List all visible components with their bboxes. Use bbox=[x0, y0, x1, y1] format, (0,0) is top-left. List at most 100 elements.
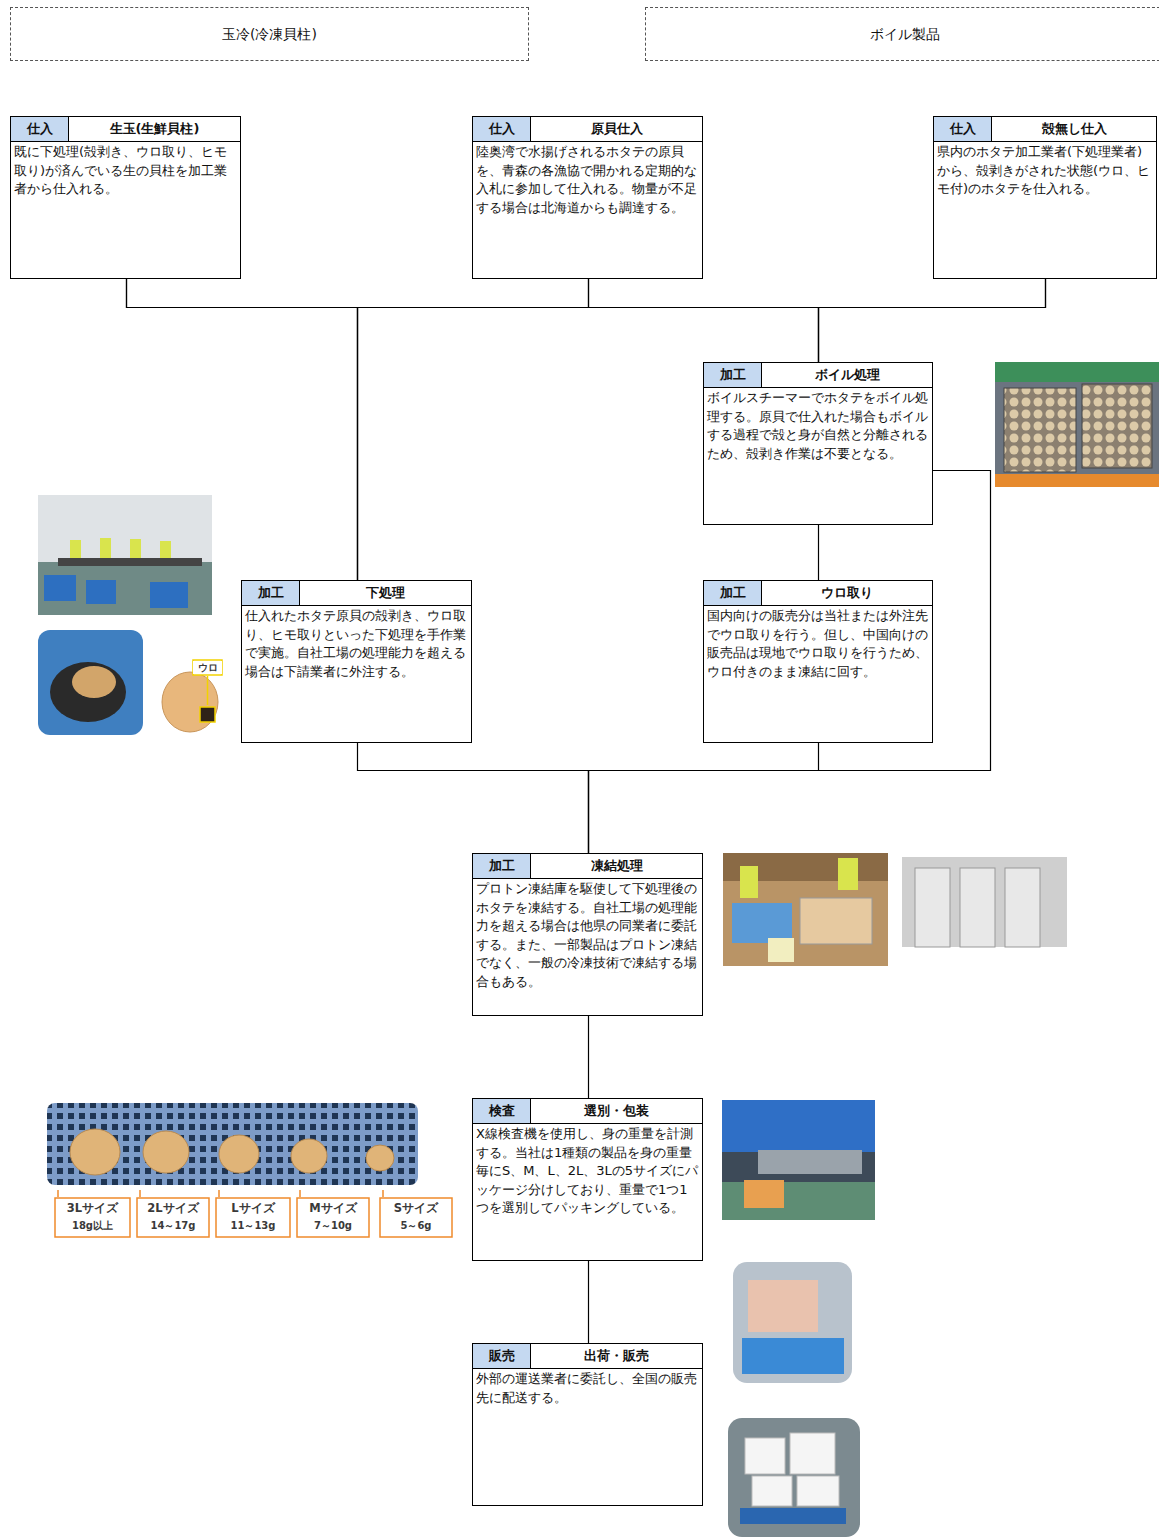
step-tag: 加工 bbox=[704, 581, 762, 605]
photo-hand bbox=[38, 630, 143, 735]
category-header: ボイル製品 bbox=[645, 7, 1159, 61]
step-description: X線検査機を使用し、身の重量を計測する。当社は1種類の製品を身の重量毎にS、M、… bbox=[473, 1124, 702, 1222]
photo-boil bbox=[995, 362, 1159, 487]
scallop-figure bbox=[219, 1135, 259, 1173]
size-weight: 7～10g bbox=[298, 1219, 368, 1232]
leader-line bbox=[207, 676, 209, 705]
step-title: 出荷・販売 bbox=[531, 1344, 702, 1368]
size-name: 3Lサイズ bbox=[56, 1201, 129, 1216]
step-tag: 仕入 bbox=[934, 117, 992, 141]
step-description: 国内向けの販売分は当社または外注先でウロ取りを行う。但し、中国向けの販売品は現地… bbox=[704, 606, 932, 685]
process-box: 販売出荷・販売外部の運送業者に委託し、全国の販売先に配送する。 bbox=[472, 1343, 703, 1506]
photo-crate bbox=[44, 575, 76, 601]
callout-label: ウロ bbox=[193, 661, 222, 674]
category-title: ボイル製品 bbox=[870, 24, 940, 44]
callout-box bbox=[193, 660, 222, 675]
step-title: ボイル処理 bbox=[762, 363, 932, 387]
photo-worker bbox=[740, 866, 758, 898]
step-title: 凍結処理 bbox=[531, 854, 702, 878]
photo-box bbox=[752, 1476, 792, 1506]
size-name: Mサイズ bbox=[298, 1201, 368, 1216]
size-weight: 18g以上 bbox=[56, 1219, 129, 1232]
photo-conveyor bbox=[58, 558, 202, 566]
photo-crate bbox=[86, 580, 116, 604]
freezer-door bbox=[915, 868, 950, 947]
step-description: 陸奥湾で水揚げされるホタテの原貝を、青森の各漁協で開かれる定期的な入札に参加して… bbox=[473, 142, 702, 221]
step-tag: 検査 bbox=[473, 1099, 531, 1123]
photo-packing bbox=[733, 1262, 852, 1383]
step-title: 原貝仕入 bbox=[531, 117, 702, 141]
step-description: 県内のホタテ加工業者(下処理業者)から、殻剥きがされた状態(ウロ、ヒモ付)のホタ… bbox=[934, 142, 1156, 203]
scallop-figure bbox=[366, 1145, 394, 1171]
photo-freezer bbox=[902, 857, 1067, 947]
photo-wall bbox=[995, 362, 1159, 382]
scallop-figure bbox=[70, 1129, 120, 1175]
flow-connector bbox=[588, 1016, 589, 1098]
step-description: 外部の運送業者に委託し、全国の販売先に配送する。 bbox=[473, 1369, 702, 1411]
step-tag: 加工 bbox=[473, 854, 531, 878]
size-tag-box bbox=[55, 1198, 130, 1237]
flow-connector bbox=[127, 279, 819, 362]
photo-tray bbox=[1004, 388, 1076, 472]
flow-connector bbox=[588, 1261, 589, 1343]
flow-connector bbox=[819, 279, 1046, 362]
step-tag: 販売 bbox=[473, 1344, 531, 1368]
process-box: 仕入原貝仕入陸奥湾で水揚げされるホタテの原貝を、青森の各漁協で開かれる定期的な入… bbox=[472, 116, 703, 279]
photo-boxes bbox=[728, 1418, 860, 1537]
step-title: 選別・包装 bbox=[531, 1099, 702, 1123]
step-description: プロトン凍結庫を駆使して下処理後のホタテを凍結する。自社工場の処理能力を超える場… bbox=[473, 879, 702, 995]
step-title: 生玉(生鮮貝柱) bbox=[69, 117, 240, 141]
photo-freezing bbox=[723, 853, 888, 966]
photo-worker bbox=[70, 540, 81, 558]
step-tag: 仕入 bbox=[473, 117, 531, 141]
photo-worker bbox=[100, 538, 111, 558]
box-header: 仕入生玉(生鮮貝柱) bbox=[11, 117, 240, 142]
photo-curtain bbox=[722, 1100, 875, 1152]
scallop-figure bbox=[291, 1139, 327, 1173]
photo-box bbox=[797, 1476, 839, 1506]
freezer-door bbox=[960, 868, 995, 947]
box-header: 加工凍結処理 bbox=[473, 854, 702, 879]
size-weight: 11～13g bbox=[217, 1219, 289, 1232]
box-header: 加工ウロ取り bbox=[704, 581, 932, 606]
step-title: 下処理 bbox=[300, 581, 471, 605]
scallop-figure bbox=[162, 672, 218, 732]
box-header: 検査選別・包装 bbox=[473, 1099, 702, 1124]
step-tag: 加工 bbox=[704, 363, 762, 387]
flow-connector bbox=[358, 279, 1046, 580]
photo-scallop bbox=[72, 666, 116, 698]
process-box: 仕入生玉(生鮮貝柱)既に下処理(殻剥き、ウロ取り、ヒモ取り)が済んでいる生の貝柱… bbox=[10, 116, 241, 279]
category-title: 玉冷(冷凍貝柱) bbox=[222, 24, 317, 44]
category-header: 玉冷(冷凍貝柱) bbox=[10, 7, 529, 61]
photo-box bbox=[790, 1433, 835, 1474]
photo-tray bbox=[732, 903, 792, 943]
photo-worker bbox=[160, 541, 171, 558]
photo-inspection bbox=[722, 1100, 875, 1220]
photo-tray bbox=[1082, 384, 1152, 468]
box-header: 仕入原貝仕入 bbox=[473, 117, 702, 142]
size-name: Lサイズ bbox=[217, 1201, 289, 1216]
step-tag: 加工 bbox=[242, 581, 300, 605]
flow-connector bbox=[589, 743, 819, 853]
flow-connector bbox=[358, 279, 589, 580]
photo-pallet bbox=[740, 1508, 846, 1524]
process-box: 加工ボイル処理ボイルスチーマーでホタテをボイル処理する。原貝で仕入れた場合もボイ… bbox=[703, 362, 933, 525]
scallop-figure bbox=[143, 1131, 189, 1173]
process-box: 加工ウロ取り国内向けの販売分は当社または外注先でウロ取りを行う。但し、中国向けの… bbox=[703, 580, 933, 743]
photo-bucket bbox=[768, 938, 794, 962]
box-header: 仕入殻無し仕入 bbox=[934, 117, 1156, 142]
step-title: ウロ取り bbox=[762, 581, 932, 605]
size-name: Sサイズ bbox=[381, 1201, 451, 1216]
process-box: 検査選別・包装X線検査機を使用し、身の重量を計測する。当社は1種類の製品を身の重… bbox=[472, 1098, 703, 1261]
size-tag-box bbox=[137, 1198, 209, 1237]
size-photo bbox=[47, 1103, 418, 1185]
process-box: 加工下処理仕入れたホタテ原貝の殻剥き、ウロ取り、ヒモ取りといった下処理を手作業で… bbox=[241, 580, 472, 743]
photo-factory bbox=[38, 495, 212, 615]
size-tag-box bbox=[297, 1198, 369, 1237]
photo-worker bbox=[838, 858, 858, 890]
photo-crate bbox=[995, 474, 1159, 487]
size-tag-box bbox=[216, 1198, 290, 1237]
process-box: 加工凍結処理プロトン凍結庫を駆使して下処理後のホタテを凍結する。自社工場の処理能… bbox=[472, 853, 703, 1016]
